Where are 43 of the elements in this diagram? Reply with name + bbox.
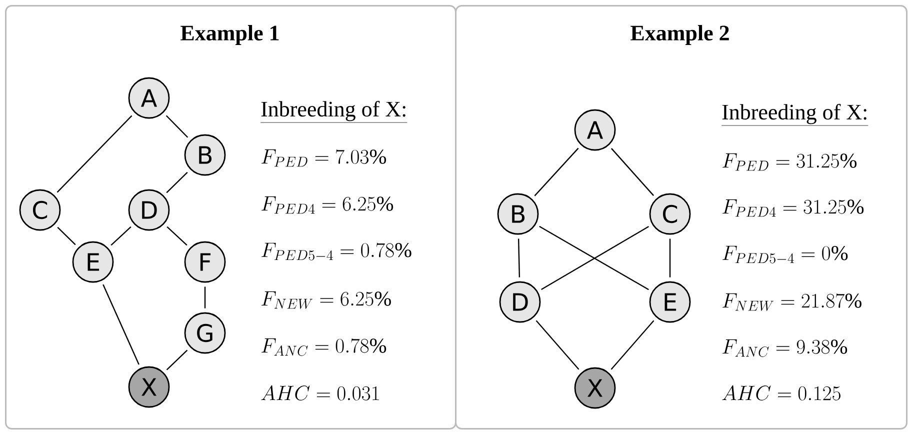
circle-node: B <box>497 193 539 235</box>
formula-text: $AHC = 0.125$ <box>722 385 840 401</box>
heading-text: Inbreeding of X: <box>721 104 868 126</box>
circle-node: C <box>649 193 691 235</box>
circle-node: A <box>574 109 616 151</box>
edge-line <box>204 286 206 308</box>
formula-text: $F_{ANC} = 0.78\%$ <box>262 338 386 356</box>
formula-text: $F_{PED5-4} = 0.78\%$ <box>262 242 412 260</box>
circle-node: F <box>184 241 226 283</box>
edge-line <box>536 320 580 370</box>
heading-text: Inbreeding of X: <box>260 100 408 123</box>
edge-line <box>166 172 188 194</box>
circle-node: A <box>128 77 170 119</box>
formula-text: $AHC = 0.031$ <box>261 385 379 401</box>
circle-node: B <box>184 134 226 176</box>
formula-text: $F_{NEW} = 21.87\%$ <box>722 293 862 311</box>
circle-node: C <box>19 189 61 231</box>
circle-node: X <box>574 367 616 409</box>
formula-text: $F_{PED} = 7.03\%$ <box>262 149 386 167</box>
formula-text: $F_{ANC} = 9.38\%$ <box>722 339 848 357</box>
edge-line <box>610 320 654 370</box>
edge-line <box>166 115 188 138</box>
formula-text: $F_{PED4} = 6.25\%$ <box>262 196 394 214</box>
edge-line <box>534 148 579 196</box>
circle-node: D <box>128 189 170 231</box>
circle-node: E <box>649 281 691 323</box>
circle-node: E <box>72 241 114 283</box>
circle-node: G <box>184 312 226 354</box>
edge-line <box>669 238 671 278</box>
edge-line <box>611 148 654 196</box>
circle-node: X <box>128 366 170 408</box>
edge-line <box>57 226 76 246</box>
formula-text: $F_{PED5-4} = 0\%$ <box>722 246 848 264</box>
edge-line <box>166 226 188 246</box>
edge-line <box>110 226 132 246</box>
edge-line <box>518 238 520 278</box>
edge-line <box>166 350 188 370</box>
edge-line <box>102 284 140 365</box>
formula-text: $F_{NEW} = 6.25\%$ <box>262 291 391 309</box>
formula-text: $F_{PED} = 31.25\%$ <box>722 153 857 171</box>
formula-text: $F_{PED4} = 31.25\%$ <box>722 199 864 217</box>
edge-line <box>56 115 132 193</box>
circle-node: D <box>499 281 541 323</box>
